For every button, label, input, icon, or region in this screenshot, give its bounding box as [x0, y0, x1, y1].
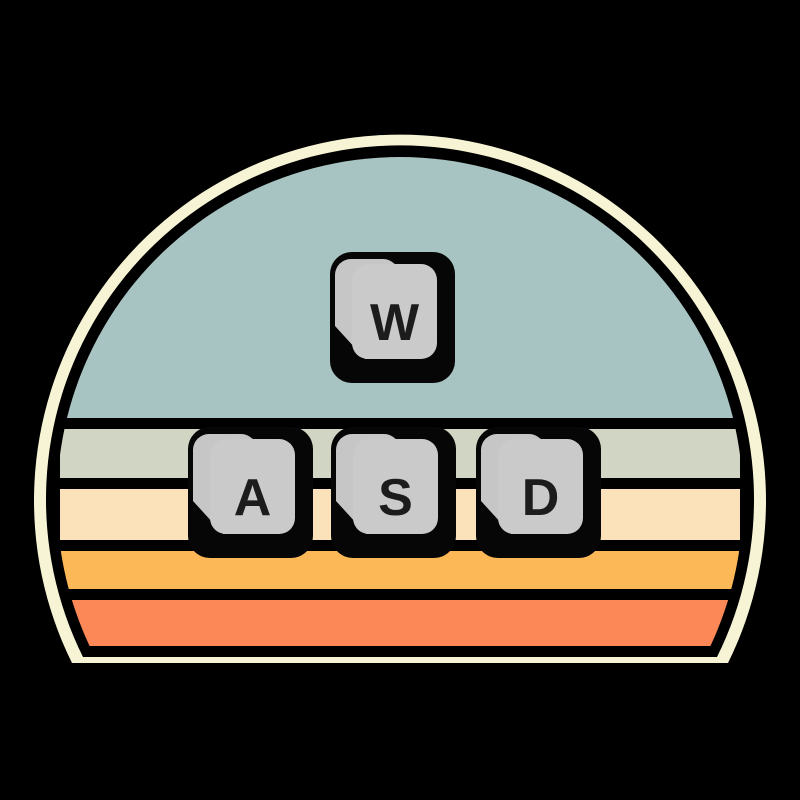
key-a-label: A — [234, 469, 272, 527]
key-s-label: S — [378, 469, 413, 527]
key-w-label: W — [370, 294, 420, 352]
key-a: A — [188, 427, 313, 558]
stripe-coral — [60, 600, 740, 646]
key-d-label: D — [522, 469, 560, 527]
key-d: D — [476, 427, 601, 558]
key-w: W — [330, 252, 455, 383]
key-s: S — [331, 427, 456, 558]
